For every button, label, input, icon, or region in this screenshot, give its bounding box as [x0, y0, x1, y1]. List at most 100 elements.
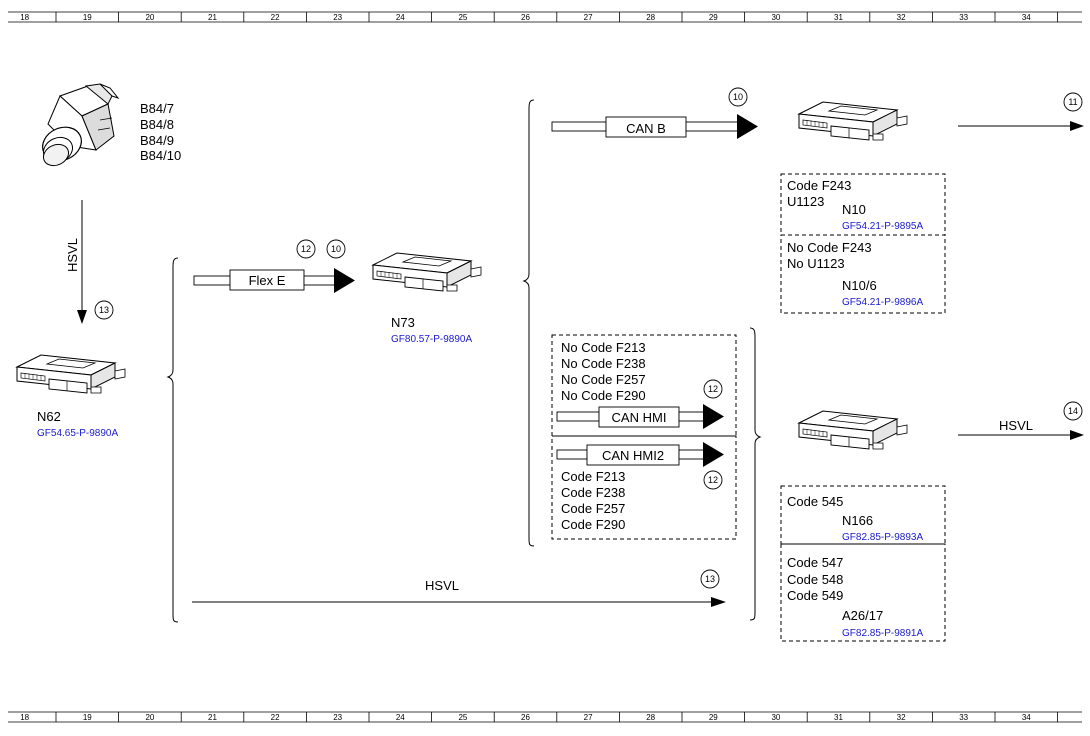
hsvl-right-line [958, 430, 1084, 440]
ruler-bottom-tick-label: 20 [145, 713, 154, 722]
n10-variant-box: Code F243 U1123 N10 GF54.21-P-9895A [780, 173, 946, 236]
svg-text:Code F290: Code F290 [561, 517, 625, 532]
camera-sensor-icon [42, 83, 120, 167]
svg-text:11: 11 [1068, 97, 1077, 107]
n73-ref[interactable]: GF80.57-P-9890A [391, 334, 472, 345]
flex-e-bus [193, 268, 355, 293]
n10-name: N10 [842, 202, 866, 217]
svg-text:No Code F238: No Code F238 [561, 356, 646, 371]
svg-text:Code 549: Code 549 [787, 588, 843, 603]
ruler-top-tick-label: 19 [83, 13, 92, 22]
ref-circle-14-right: 14 [1063, 401, 1083, 421]
right-brace [749, 327, 762, 621]
svg-text:Code F213: Code F213 [561, 469, 625, 484]
ruler-top-tick-label: 34 [1022, 13, 1031, 22]
svg-text:No Code F290: No Code F290 [561, 388, 646, 403]
n73-name: N73 [391, 315, 415, 330]
a26-17-variant-box: Code 547 Code 548 Code 549 A26/17 GF82.8… [780, 543, 946, 642]
svg-text:10: 10 [733, 92, 743, 102]
n62-ref[interactable]: GF54.65-P-9890A [37, 428, 118, 439]
n10-ref: GF54.21-P-9895A [842, 221, 923, 232]
ruler-top-tick-label: 33 [959, 13, 968, 22]
svg-text:12: 12 [708, 384, 718, 394]
ruler-top-tick-label: 20 [145, 13, 154, 22]
ruler-top-tick-label: 26 [521, 13, 530, 22]
svg-text:12: 12 [708, 475, 718, 485]
ruler-bottom-tick-label: 28 [646, 713, 655, 722]
n166-code: Code 545 [787, 494, 843, 509]
svg-text:14: 14 [1068, 406, 1078, 416]
svg-text:13: 13 [705, 574, 715, 584]
svg-text:Code F257: Code F257 [561, 501, 625, 516]
n10-6-ref: GF54.21-P-9896A [842, 297, 923, 308]
ruler-bottom-tick-label: 31 [834, 713, 843, 722]
can-hmi2-label: CAN HMI2 [602, 448, 664, 463]
ruler-bottom-tick-label: 24 [396, 713, 405, 722]
svg-text:Code 548: Code 548 [787, 572, 843, 587]
hmi-code-box: Code F213 Code F238 Code F257 Code F290 [551, 435, 737, 540]
hsvl-right-label: HSVL [999, 418, 1033, 433]
ruler-top-tick-label: 18 [20, 13, 29, 22]
ruler-bottom-tick-label: 34 [1022, 713, 1031, 722]
ruler-top-tick-label: 21 [208, 13, 217, 22]
ref-circle-11-right: 11 [1063, 92, 1083, 112]
ref-circle-12-hmi2: 12 [703, 470, 723, 490]
ruler-bottom-tick-label: 29 [709, 713, 718, 722]
sensor-label-2: B84/8 [140, 117, 174, 132]
ruler-bottom-tick-label: 32 [897, 713, 906, 722]
ruler-bottom-tick-label: 18 [20, 713, 29, 722]
svg-text:12: 12 [301, 244, 311, 254]
ruler-top-tick-label: 27 [584, 13, 593, 22]
can-hmi-bus [556, 404, 724, 429]
svg-text:10: 10 [331, 244, 341, 254]
svg-text:No Code F213: No Code F213 [561, 340, 646, 355]
can-hmi2-bus [556, 442, 724, 467]
middle-brace [522, 99, 535, 547]
hsvl-bottom-label: HSVL [425, 578, 459, 593]
n10-code1: Code F243 [787, 178, 851, 193]
ruler-bottom-tick-label: 22 [271, 713, 280, 722]
ecu-n62-icon [16, 354, 126, 394]
hsvl-vertical-line [77, 200, 87, 324]
n10-6-name: N10/6 [842, 278, 877, 293]
n10-6-variant-box: No Code F243 No U1123 N10/6 GF54.21-P-98… [780, 234, 946, 314]
ecu-n73-icon [372, 252, 482, 292]
n166-name: N166 [842, 513, 873, 528]
ruler-top-tick-label: 31 [834, 13, 843, 22]
hsvl-bottom-line [192, 597, 726, 607]
svg-text:Code 547: Code 547 [787, 555, 843, 570]
sensor-label-4: B84/10 [140, 148, 181, 163]
ruler-bottom-tick-label: 25 [458, 713, 467, 722]
sensor-label-1: B84/7 [140, 101, 174, 116]
can-hmi-label: CAN HMI [612, 410, 667, 425]
n166-ref: GF82.85-P-9893A [842, 532, 923, 543]
ruler-top-tick-label: 24 [396, 13, 405, 22]
n166-variant-box: Code 545 N166 GF82.85-P-9893A [780, 485, 946, 545]
ruler-top-tick-label: 25 [458, 13, 467, 22]
ruler-bottom-tick-label: 33 [959, 713, 968, 722]
svg-text:Code F238: Code F238 [561, 485, 625, 500]
sensor-label-3: B84/9 [140, 133, 174, 148]
ref-circle-12-hmi: 12 [703, 379, 723, 399]
ruler-top-tick-label: 28 [646, 13, 655, 22]
can-b-label: CAN B [626, 121, 666, 136]
a26-17-ref: GF82.85-P-9891A [842, 628, 923, 639]
hmi-no-code-box: No Code F213 No Code F238 No Code F257 N… [551, 334, 737, 437]
ref-circle-13-bottom: 13 [700, 569, 720, 589]
n10-6-code2: No U1123 [787, 256, 845, 271]
ruler-top-tick-label: 32 [897, 13, 906, 22]
svg-text:13: 13 [99, 305, 109, 315]
ruler-top-tick-label: 23 [333, 13, 342, 22]
ruler-top-tick-label: 29 [709, 13, 718, 22]
ruler-bottom-tick-label: 21 [208, 713, 217, 722]
svg-text:No Code F257: No Code F257 [561, 372, 646, 387]
ref-circle-10-canb: 10 [728, 87, 748, 107]
ref-circle-10-flex: 10 [326, 239, 346, 259]
line-to-11 [958, 121, 1084, 131]
n10-code2: U1123 [787, 194, 824, 209]
n62-name: N62 [37, 409, 61, 424]
ruler-bottom-tick-label: 19 [83, 713, 92, 722]
